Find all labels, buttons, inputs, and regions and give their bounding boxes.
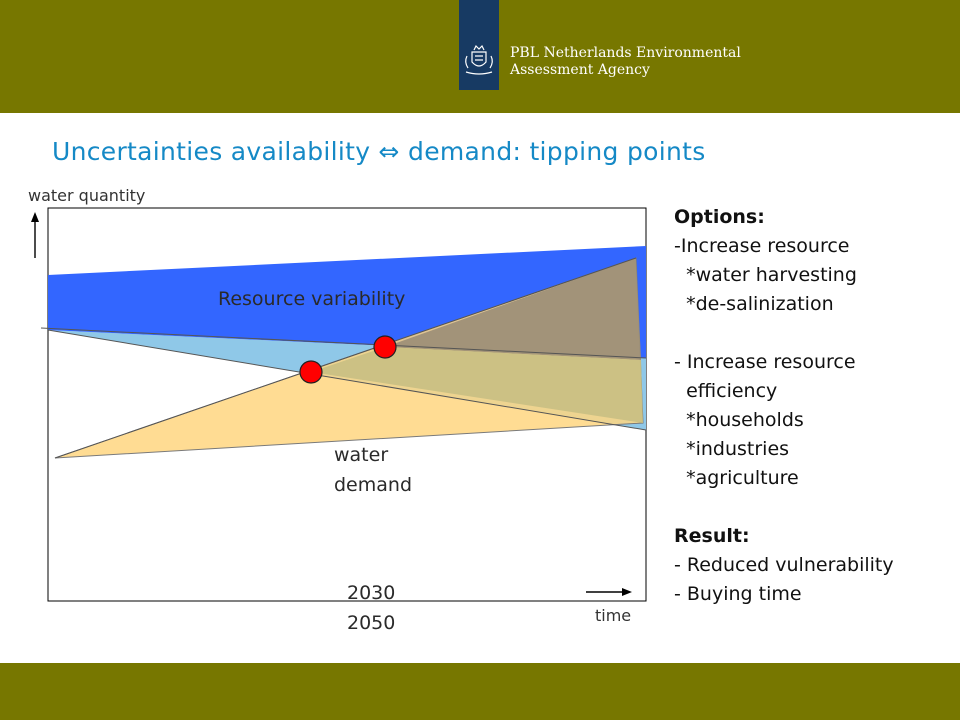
x-axis-arrowhead xyxy=(622,588,632,596)
options-item: *industries xyxy=(674,438,790,460)
year-label-2050: 2050 xyxy=(347,612,396,634)
result-section: Result: - Reduced vulnerability - Buying… xyxy=(674,522,894,609)
options-heading: Options: xyxy=(674,206,765,228)
options-item: efficiency xyxy=(674,380,778,402)
organization-name: PBL Netherlands Environmental Assessment… xyxy=(510,45,741,79)
year-labels: 2030 2050 xyxy=(347,578,395,638)
options-item: -Increase resource xyxy=(674,235,850,257)
demand-resource-overlap xyxy=(385,258,641,360)
result-heading: Result: xyxy=(674,525,750,547)
resource-lower-line xyxy=(47,329,647,431)
x-axis-label: time xyxy=(595,606,632,625)
water-demand-label: water demand xyxy=(334,440,412,500)
year-label-2030: 2030 xyxy=(347,582,396,604)
royal-coat-of-arms-icon xyxy=(465,44,493,75)
slide-title: Uncertainties availability ⇔ demand: tip… xyxy=(52,137,706,166)
options-panel: Options: -Increase resource *water harve… xyxy=(674,203,894,609)
demand-upper-line xyxy=(54,257,637,459)
water-demand-label-line1: water xyxy=(334,444,389,466)
result-item: - Buying time xyxy=(674,583,802,605)
options-item: - Increase resource xyxy=(674,351,856,373)
options-item: *agriculture xyxy=(674,467,799,489)
demand-lower-overlap xyxy=(311,347,643,423)
water-demand-label-line2: demand xyxy=(334,474,413,496)
options-spacer xyxy=(674,319,894,348)
resource-variability-label: Resource variability xyxy=(218,288,406,310)
options-item: *households xyxy=(674,409,804,431)
organization-name-line2: Assessment Agency xyxy=(510,62,650,78)
tipping-point-2050 xyxy=(373,335,397,359)
footer-band xyxy=(0,663,960,720)
tipping-point-2030 xyxy=(299,360,323,384)
result-item: - Reduced vulnerability xyxy=(674,554,894,576)
resource-mean-line xyxy=(40,327,647,359)
logo-panel xyxy=(459,0,499,90)
options-item: *de-salinization xyxy=(674,293,834,315)
options-item: *water harvesting xyxy=(674,264,857,286)
organization-name-line1: PBL Netherlands Environmental xyxy=(510,45,741,61)
y-axis-label: water quantity xyxy=(28,186,146,205)
y-axis-arrowhead xyxy=(31,212,39,222)
